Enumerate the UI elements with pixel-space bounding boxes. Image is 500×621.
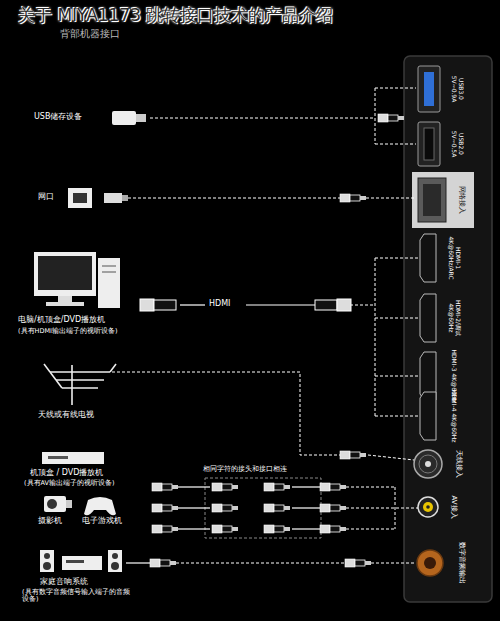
device-note: (具有数字音频信号输入端子的音频设备)	[22, 589, 134, 604]
port-label: USB3.0 5V⎓0.9A	[450, 64, 464, 114]
device-label: 机顶盒 / DVD播放机	[30, 468, 103, 477]
port-label: HDMI-1 4K@60Hz/ARC	[447, 230, 461, 286]
device-label: 摄影机	[38, 516, 62, 525]
device-label: 电子游戏机	[82, 516, 122, 525]
port-label: 网络接入	[458, 175, 466, 225]
device-note: (具有AV输出端子的视听设备)	[24, 480, 115, 487]
page-title: 关于 MIYA1173 跳转接口技术的产品介绍	[18, 4, 333, 27]
port-label: AV接入	[450, 487, 458, 527]
device-label: 家庭音响系统	[40, 577, 88, 586]
device-label: 电脑/机顶盒/DVD播放机	[18, 315, 105, 324]
cable-label: HDMI	[207, 299, 232, 308]
device-label: USB储存设备	[34, 112, 82, 121]
device-label: 网口	[38, 192, 54, 201]
device-label: 天线或有线电视	[38, 410, 94, 419]
group-note: 相同字符的接头和接口相连	[203, 465, 287, 473]
port-label: HDMI-4 4K@60Hz	[451, 388, 458, 444]
port-label: HDMI-2/调试 4K@60Hz	[447, 290, 461, 346]
section-heading: 背部机器接口	[60, 28, 120, 40]
port-label: 天线接入	[455, 440, 463, 488]
device-note: (具有HDMI输出端子的视听设备)	[18, 328, 118, 335]
port-label: USB2.0 5V⎓0.5A	[450, 120, 464, 168]
port-label: 数字音频输出	[458, 531, 466, 595]
